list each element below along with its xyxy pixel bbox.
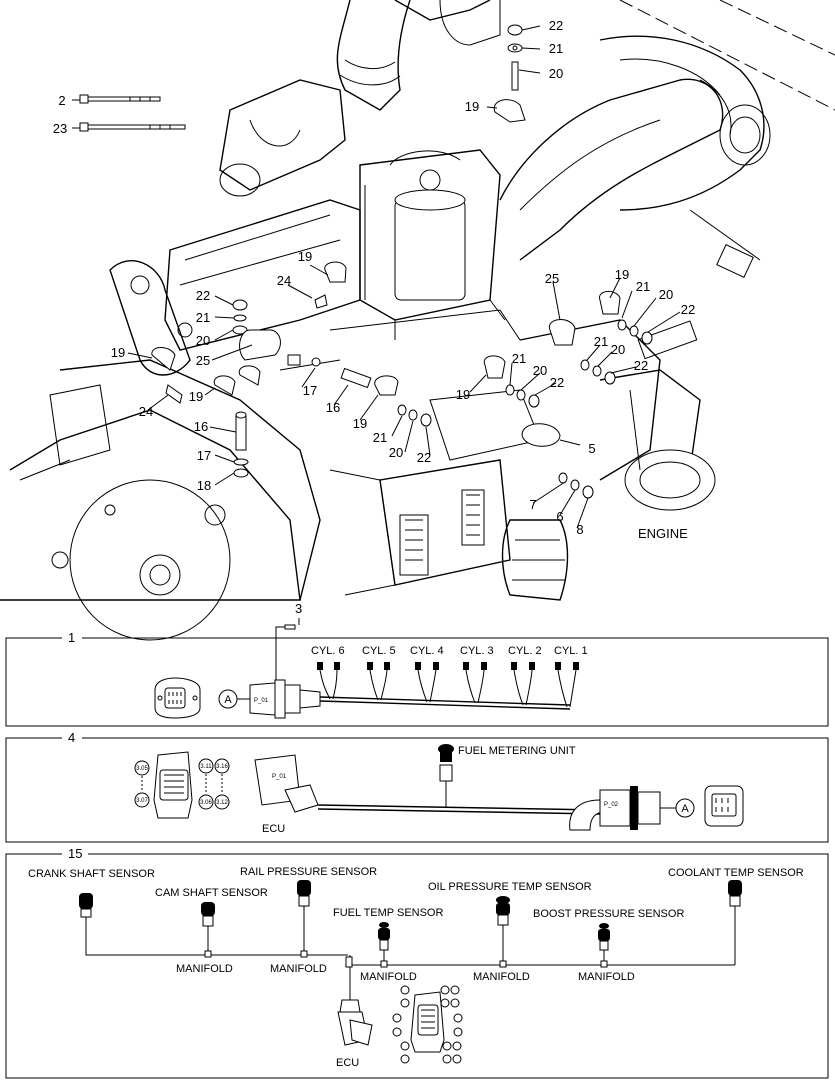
callout-22: 22 — [550, 375, 564, 390]
cyl-5-label: CYL. 5 — [362, 645, 396, 657]
engine-illustration — [0, 0, 835, 641]
callout-17: 17 — [197, 448, 211, 463]
callout-25: 25 — [196, 353, 210, 368]
callout-21: 21 — [636, 279, 650, 294]
pin-label: 3.06 — [200, 800, 212, 806]
manifold-label: MANIFOLD — [578, 971, 635, 983]
callout-8: 8 — [576, 522, 583, 537]
callout-21: 21 — [196, 310, 210, 325]
callout-20: 20 — [533, 363, 547, 378]
coolant-temp-sensor-label: COOLANT TEMP SENSOR — [668, 867, 804, 879]
manifold-label: MANIFOLD — [473, 971, 530, 983]
injector-branches — [317, 662, 579, 708]
callout-20: 20 — [549, 66, 563, 81]
cyl-2-label: CYL. 2 — [508, 645, 542, 657]
callout-22: 22 — [417, 450, 431, 465]
callout-24: 24 — [277, 273, 291, 288]
plug-p01-label: P_01 — [272, 774, 287, 780]
connector-ref-a: A — [224, 694, 232, 706]
ecu-label: ECU — [336, 1057, 359, 1069]
callout-20: 20 — [611, 342, 625, 357]
panel-number: 15 — [68, 846, 82, 861]
callout-19: 19 — [189, 389, 203, 404]
cam-shaft-sensor-label: CAM SHAFT SENSOR — [155, 887, 268, 899]
panel-1-injector-harness: 1 3 A P_01 — [5, 601, 829, 727]
fuel-metering-unit-icon — [438, 744, 454, 808]
plug-p02-label: P_02 — [604, 802, 619, 808]
rail-pressure-sensor-icon — [297, 880, 311, 907]
crank-shaft-sensor-icon — [79, 893, 93, 918]
rail-pressure-sensor-label: RAIL PRESSURE SENSOR — [240, 866, 377, 878]
callout-19: 19 — [465, 99, 479, 114]
callout-24: 24 — [139, 404, 153, 419]
cyl-6-label: CYL. 6 — [311, 645, 345, 657]
oil-pressure-temp-sensor-label: OIL PRESSURE TEMP SENSOR — [428, 881, 592, 893]
pin-label: 3.16 — [216, 764, 228, 770]
connector-ref-a: A — [681, 803, 689, 815]
pin-label: 3.12 — [216, 800, 228, 806]
boost-pressure-sensor-icon — [598, 923, 610, 951]
fuel-temp-sensor-icon — [378, 922, 390, 951]
fuel-temp-sensor-label: FUEL TEMP SENSOR — [333, 907, 443, 919]
boost-pressure-sensor-label: BOOST PRESSURE SENSOR — [533, 908, 684, 920]
panel-number: 1 — [68, 630, 75, 645]
fuel-metering-unit-label: FUEL METERING UNIT — [458, 745, 576, 757]
ecu-connector-icon — [337, 999, 373, 1046]
callout-21: 21 — [594, 334, 608, 349]
callout-18: 18 — [197, 478, 211, 493]
callout-20: 20 — [659, 287, 673, 302]
callout-20: 20 — [196, 333, 210, 348]
cable-tie-icons — [79, 94, 186, 132]
callout-23: 23 — [53, 121, 67, 136]
manifold-label: MANIFOLD — [270, 963, 327, 975]
plug-face-icon — [704, 785, 744, 827]
panel-4-fuel-metering-harness: 4 3.05 3.07 3.11 3.16 3.06 3.12 P_01 ECU — [5, 730, 829, 843]
oil-pressure-temp-sensor-icon — [496, 896, 510, 926]
callout-21: 21 — [373, 430, 387, 445]
callout-21: 21 — [512, 351, 526, 366]
engine-caption: ENGINE — [638, 526, 688, 541]
callout-21: 21 — [549, 41, 563, 56]
callout-19: 19 — [111, 345, 125, 360]
plug-label: P_01 — [254, 698, 269, 704]
callout-19: 19 — [615, 267, 629, 282]
callout-20: 20 — [389, 445, 403, 460]
callout-22: 22 — [681, 302, 695, 317]
callout-22: 22 — [634, 358, 648, 373]
pin-label: 3.05 — [136, 766, 148, 772]
crank-shaft-sensor-label: CRANK SHAFT SENSOR — [28, 868, 155, 880]
callout-22: 22 — [196, 288, 210, 303]
manifold-label: MANIFOLD — [360, 971, 417, 983]
cyl-3-label: CYL. 3 — [460, 645, 494, 657]
callout-17: 17 — [303, 383, 317, 398]
manifold-label: MANIFOLD — [176, 963, 233, 975]
callout-5: 5 — [588, 441, 595, 456]
callout-16: 16 — [194, 419, 208, 434]
ecu-pin-face-icon — [392, 985, 463, 1064]
cyl-1-label: CYL. 1 — [554, 645, 588, 657]
ecu-connector-face-icon: 3.05 3.07 3.11 3.16 3.06 3.12 — [134, 751, 230, 819]
callout-22: 22 — [549, 18, 563, 33]
callout-7: 7 — [529, 497, 536, 512]
callout-19: 19 — [353, 416, 367, 431]
panel-number: 4 — [68, 730, 75, 745]
callout-3: 3 — [295, 601, 302, 616]
connector-face-icon — [154, 677, 201, 719]
pin-label: 3.07 — [136, 798, 148, 804]
callout-16: 16 — [326, 400, 340, 415]
engine-callouts: 22 21 20 19 2 23 19 24 22 21 20 19 25 19… — [53, 18, 695, 537]
pin-label: 3.11 — [200, 764, 212, 770]
cam-shaft-sensor-icon — [201, 902, 215, 927]
cyl-4-label: CYL. 4 — [410, 645, 444, 657]
coolant-temp-sensor-icon — [728, 880, 742, 907]
ecu-label: ECU — [262, 823, 285, 835]
callout-19: 19 — [456, 387, 470, 402]
callout-25: 25 — [545, 271, 559, 286]
callout-6: 6 — [556, 509, 563, 524]
panel-15-sensor-harness: 15 CRANK SHAFT SENSOR CAM SHAFT SENSOR R… — [5, 846, 829, 1079]
callout-2: 2 — [58, 93, 65, 108]
callout-19: 19 — [298, 249, 312, 264]
